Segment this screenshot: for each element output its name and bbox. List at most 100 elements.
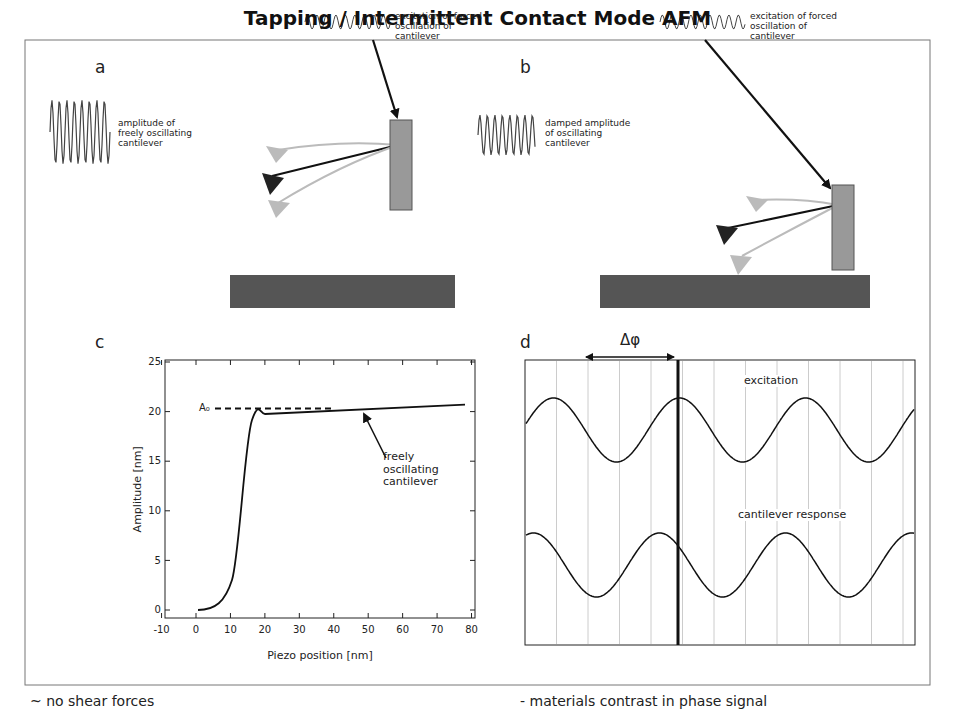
- plot-frame: [525, 360, 915, 645]
- tick-line: [264, 613, 265, 618]
- tick-line: [333, 360, 334, 365]
- response-wave: [526, 533, 914, 597]
- panel-letter: d: [520, 333, 531, 353]
- tick-line: [470, 411, 475, 412]
- tick-line: [165, 411, 170, 412]
- tick-line: [871, 361, 872, 644]
- y-tick-label: 15: [148, 455, 161, 467]
- annotation: excitation of forced oscillation of cant…: [750, 11, 845, 42]
- excitation-wave: [526, 398, 914, 462]
- substrate: [600, 275, 870, 308]
- tick-line: [470, 461, 475, 462]
- y-axis-title: Amplitude [nm]: [132, 446, 145, 532]
- x-tick-label: 40: [327, 624, 340, 636]
- damped-amplitude-wave: [478, 115, 535, 155]
- bullet-note: - materials contrast in phase signal: [520, 693, 767, 709]
- tip: [746, 196, 768, 212]
- bullet-note: ~ no shear forces: [30, 693, 154, 709]
- tick-line: [165, 560, 170, 561]
- tip: [268, 200, 290, 218]
- tick-line: [165, 610, 170, 611]
- tick-line: [777, 361, 778, 644]
- cantilever-upper: [758, 200, 838, 205]
- leader-arrow: [364, 414, 386, 458]
- x-tick-label: 0: [193, 624, 199, 636]
- tick-line: [161, 613, 162, 618]
- cantilever: [728, 205, 838, 228]
- tick-line: [470, 610, 475, 611]
- phase-shift-arrow: [586, 356, 674, 358]
- amplitude-symbol: A₀: [199, 402, 210, 414]
- tick-line: [402, 613, 403, 618]
- x-tick-label: 50: [362, 624, 375, 636]
- tick-line: [588, 361, 589, 644]
- tick-line: [470, 362, 475, 363]
- cantilever-lower: [742, 205, 838, 256]
- tick-line: [230, 613, 231, 618]
- tick-line: [437, 360, 438, 365]
- amplitude-curve: [198, 405, 465, 610]
- tick-line: [471, 360, 472, 365]
- excitation-arrow: [705, 40, 830, 188]
- tick-line: [619, 361, 620, 644]
- substrate: [230, 275, 455, 308]
- tick-line: [230, 360, 231, 365]
- tick-line: [682, 361, 683, 644]
- panel-letter: a: [95, 58, 105, 78]
- x-axis-title: Piezo position [nm]: [267, 650, 373, 663]
- tick-line: [299, 613, 300, 618]
- phase-marker: [677, 360, 680, 645]
- excitation-arrow: [373, 40, 397, 117]
- y-tick-label: 5: [155, 555, 161, 567]
- grid-lines: [557, 361, 904, 644]
- tick-line: [402, 360, 403, 365]
- tick-line: [196, 613, 197, 618]
- piezo-holder: [832, 185, 854, 270]
- tick-line: [368, 360, 369, 365]
- x-tick-label: 10: [224, 624, 237, 636]
- tick-line: [745, 361, 746, 644]
- tip: [262, 173, 284, 195]
- tick-line: [161, 360, 162, 365]
- free-amplitude-wave: [50, 100, 110, 164]
- tick-line: [471, 613, 472, 618]
- tip: [730, 255, 752, 275]
- y-tick-label: 0: [155, 604, 161, 616]
- y-tick-label: 20: [148, 406, 161, 418]
- annotation: excitation of forced oscillation of cant…: [395, 11, 490, 42]
- y-tick-label: 25: [148, 356, 161, 368]
- x-tick-label: 60: [396, 624, 409, 636]
- tick-line: [264, 360, 265, 365]
- annotation: amplitude of freely oscillating cantilev…: [118, 118, 200, 149]
- wave-label: excitation: [742, 375, 800, 388]
- tick-line: [165, 510, 170, 511]
- slide-frame: [25, 40, 930, 685]
- plot-frame: [165, 360, 475, 618]
- tick-line: [196, 360, 197, 365]
- x-tick-label: 80: [465, 624, 478, 636]
- tip: [716, 225, 738, 245]
- tip: [266, 146, 288, 163]
- wave-label: cantilever response: [736, 509, 848, 522]
- tick-line: [368, 613, 369, 618]
- tick-line: [470, 510, 475, 511]
- tick-line: [299, 360, 300, 365]
- tick-line: [651, 361, 652, 644]
- x-tick-label: 30: [293, 624, 306, 636]
- x-tick-label: 20: [259, 624, 272, 636]
- tick-line: [714, 361, 715, 644]
- annotation: freely oscillating cantilever: [383, 451, 473, 489]
- tick-line: [437, 613, 438, 618]
- tick-line: [333, 613, 334, 618]
- panel-letter: c: [95, 333, 104, 353]
- tick-line: [840, 361, 841, 644]
- phase-shift-label: Δφ: [620, 332, 640, 349]
- panel-letter: b: [520, 58, 531, 78]
- y-tick-label: 10: [148, 505, 161, 517]
- x-tick-label: -10: [153, 624, 169, 636]
- tick-line: [808, 361, 809, 644]
- tick-line: [470, 560, 475, 561]
- annotation: damped amplitude of oscillating cantilev…: [545, 118, 633, 149]
- tick-line: [165, 461, 170, 462]
